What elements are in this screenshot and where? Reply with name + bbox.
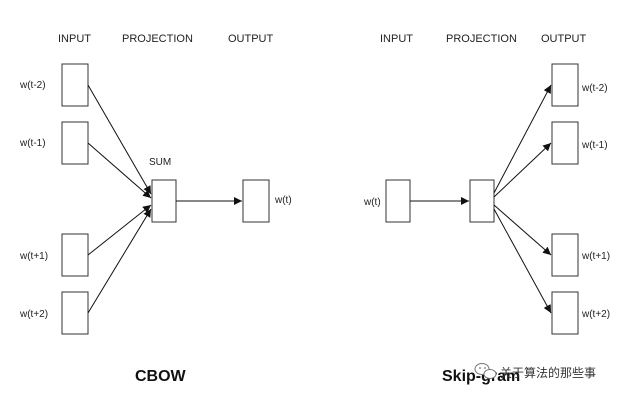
skipgram-input-node bbox=[385, 179, 411, 223]
skipgram-output-node-4 bbox=[551, 291, 579, 335]
cbow-input-node-2 bbox=[61, 121, 89, 165]
skipgram-output-label-2: w(t-1) bbox=[581, 140, 608, 151]
skipgram-output-header: OUTPUT bbox=[541, 33, 587, 45]
cbow-title: CBOW bbox=[135, 368, 187, 385]
cbow-edge-input2-to-projection bbox=[87, 142, 152, 199]
cbow-edge-input4-to-projection bbox=[87, 208, 152, 314]
cbow-input-header: INPUT bbox=[58, 33, 91, 45]
wechat-icon bbox=[474, 363, 497, 379]
skipgram-title: Skip-gram bbox=[442, 368, 520, 385]
skipgram-edge-projection-to-output4 bbox=[493, 208, 552, 314]
skipgram-projection-node bbox=[469, 179, 495, 223]
skipgram-edge-projection-to-output2 bbox=[493, 142, 552, 198]
skipgram-output-node-2 bbox=[551, 121, 579, 165]
skipgram-edge-projection-to-output1 bbox=[493, 84, 552, 194]
skipgram-output-node-3 bbox=[551, 233, 579, 277]
cbow-edge-input3-to-projection bbox=[87, 204, 152, 256]
cbow-output-node bbox=[242, 179, 270, 223]
skipgram-input-header: INPUT bbox=[380, 33, 413, 45]
skipgram-output-label-4: w(t+2) bbox=[581, 309, 610, 320]
skipgram-projection-header: PROJECTION bbox=[446, 33, 517, 45]
cbow-output-label: w(t) bbox=[274, 195, 292, 206]
cbow-projection-node bbox=[151, 179, 177, 223]
cbow-input-node-3 bbox=[61, 233, 89, 277]
cbow-input-label-4: w(t+2) bbox=[19, 309, 48, 320]
cbow-input-node-4 bbox=[61, 291, 89, 335]
cbow-sum-label: SUM bbox=[149, 157, 171, 168]
cbow-input-node-1 bbox=[61, 63, 89, 107]
skipgram-output-label-3: w(t+1) bbox=[581, 251, 610, 262]
watermark-text: 关于算法的那些事 bbox=[500, 365, 596, 380]
cbow-panel: INPUT PROJECTION OUTPUT w(t-2) w(t-1) w(… bbox=[19, 33, 292, 385]
cbow-input-label-3: w(t+1) bbox=[19, 251, 48, 262]
cbow-projection-header: PROJECTION bbox=[122, 33, 193, 45]
watermark: 关于算法的那些事 bbox=[474, 363, 596, 380]
skipgram-edge-projection-to-output3 bbox=[493, 204, 552, 256]
cbow-input-label-1: w(t-2) bbox=[19, 80, 46, 91]
cbow-output-header: OUTPUT bbox=[228, 33, 274, 45]
cbow-input-label-2: w(t-1) bbox=[19, 138, 46, 149]
skipgram-panel: INPUT PROJECTION OUTPUT w(t) w(t-2) w(t-… bbox=[363, 33, 610, 385]
skipgram-output-label-1: w(t-2) bbox=[581, 83, 608, 94]
skipgram-input-label: w(t) bbox=[363, 197, 381, 208]
cbow-edge-input1-to-projection bbox=[87, 84, 152, 195]
skipgram-output-node-1 bbox=[551, 63, 579, 107]
